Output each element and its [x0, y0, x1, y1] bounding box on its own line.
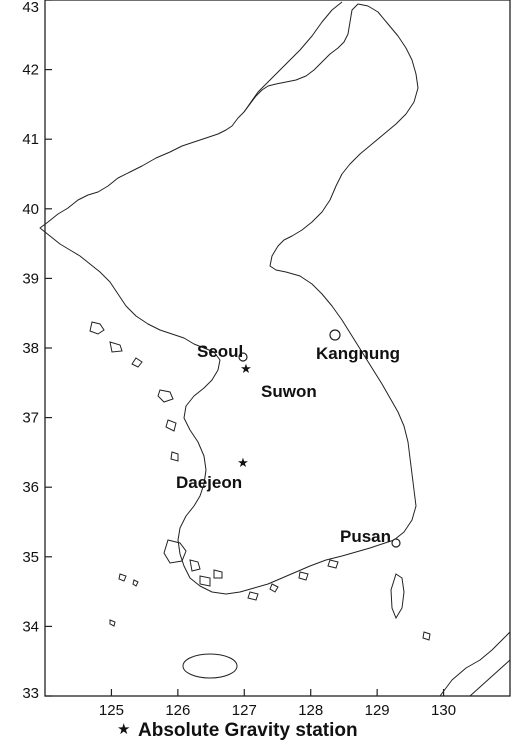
- y-tick-label: 39: [22, 270, 39, 287]
- legend-label: Absolute Gravity station: [138, 720, 358, 741]
- kangnung-marker: [329, 329, 341, 341]
- x-tick-label: 130: [431, 702, 456, 719]
- pusan-marker: [391, 538, 401, 548]
- island-east-elongated: [390, 573, 405, 620]
- island-small-west: [118, 573, 139, 587]
- jeju-island: [182, 653, 238, 679]
- y-tick-label: 42: [22, 62, 39, 79]
- y-tick-label: 40: [22, 201, 39, 218]
- x-tick-label: 128: [298, 702, 323, 719]
- x-tick-label: 126: [165, 702, 190, 719]
- daejeon-marker: ★: [237, 456, 249, 471]
- city-label-kangnung: Kangnung: [316, 344, 400, 363]
- y-tick-label: 36: [22, 479, 39, 496]
- city-label-pusan: Pusan: [340, 527, 391, 546]
- x-axis: 125 126 127 128 129 130: [99, 689, 456, 719]
- y-tick-label: 41: [22, 131, 39, 148]
- city-label-seoul: Seoul: [197, 342, 243, 361]
- city-label-daejeon: Daejeon: [176, 473, 242, 492]
- suwon-marker: ★: [240, 362, 252, 377]
- city-markers: ★ ★: [237, 329, 401, 548]
- y-axis: 33 34 35 36 37 38 39 40 41 42 43: [22, 0, 52, 702]
- peninsula-coastline: [39, 3, 419, 595]
- island-cluster-west-2: [157, 389, 179, 462]
- y-tick-label: 33: [22, 685, 39, 702]
- seoul-marker: [238, 352, 248, 362]
- y-tick-label: 43: [22, 0, 39, 16]
- x-tick-label: 125: [99, 702, 124, 719]
- city-label-suwon: Suwon: [261, 382, 317, 401]
- y-tick-label: 35: [22, 549, 39, 566]
- island-tiny-southwest: [109, 619, 116, 627]
- y-tick-label: 34: [22, 618, 39, 635]
- diagonal-line-bottom-right: [469, 659, 511, 697]
- y-tick-label: 37: [22, 410, 39, 427]
- plot-frame: [44, 0, 511, 697]
- japan-coast-fragment: [439, 631, 511, 697]
- island-cluster-southwest: [163, 539, 223, 587]
- x-tick-label: 129: [365, 702, 390, 719]
- legend-star-icon: ★: [117, 720, 130, 738]
- island-cluster-west-1: [89, 321, 143, 368]
- x-tick-label: 127: [232, 702, 257, 719]
- y-tick-label: 38: [22, 340, 39, 357]
- northern-border: [243, 1, 343, 113]
- island-cluster-south: [247, 559, 339, 601]
- island-east-small: [422, 631, 431, 641]
